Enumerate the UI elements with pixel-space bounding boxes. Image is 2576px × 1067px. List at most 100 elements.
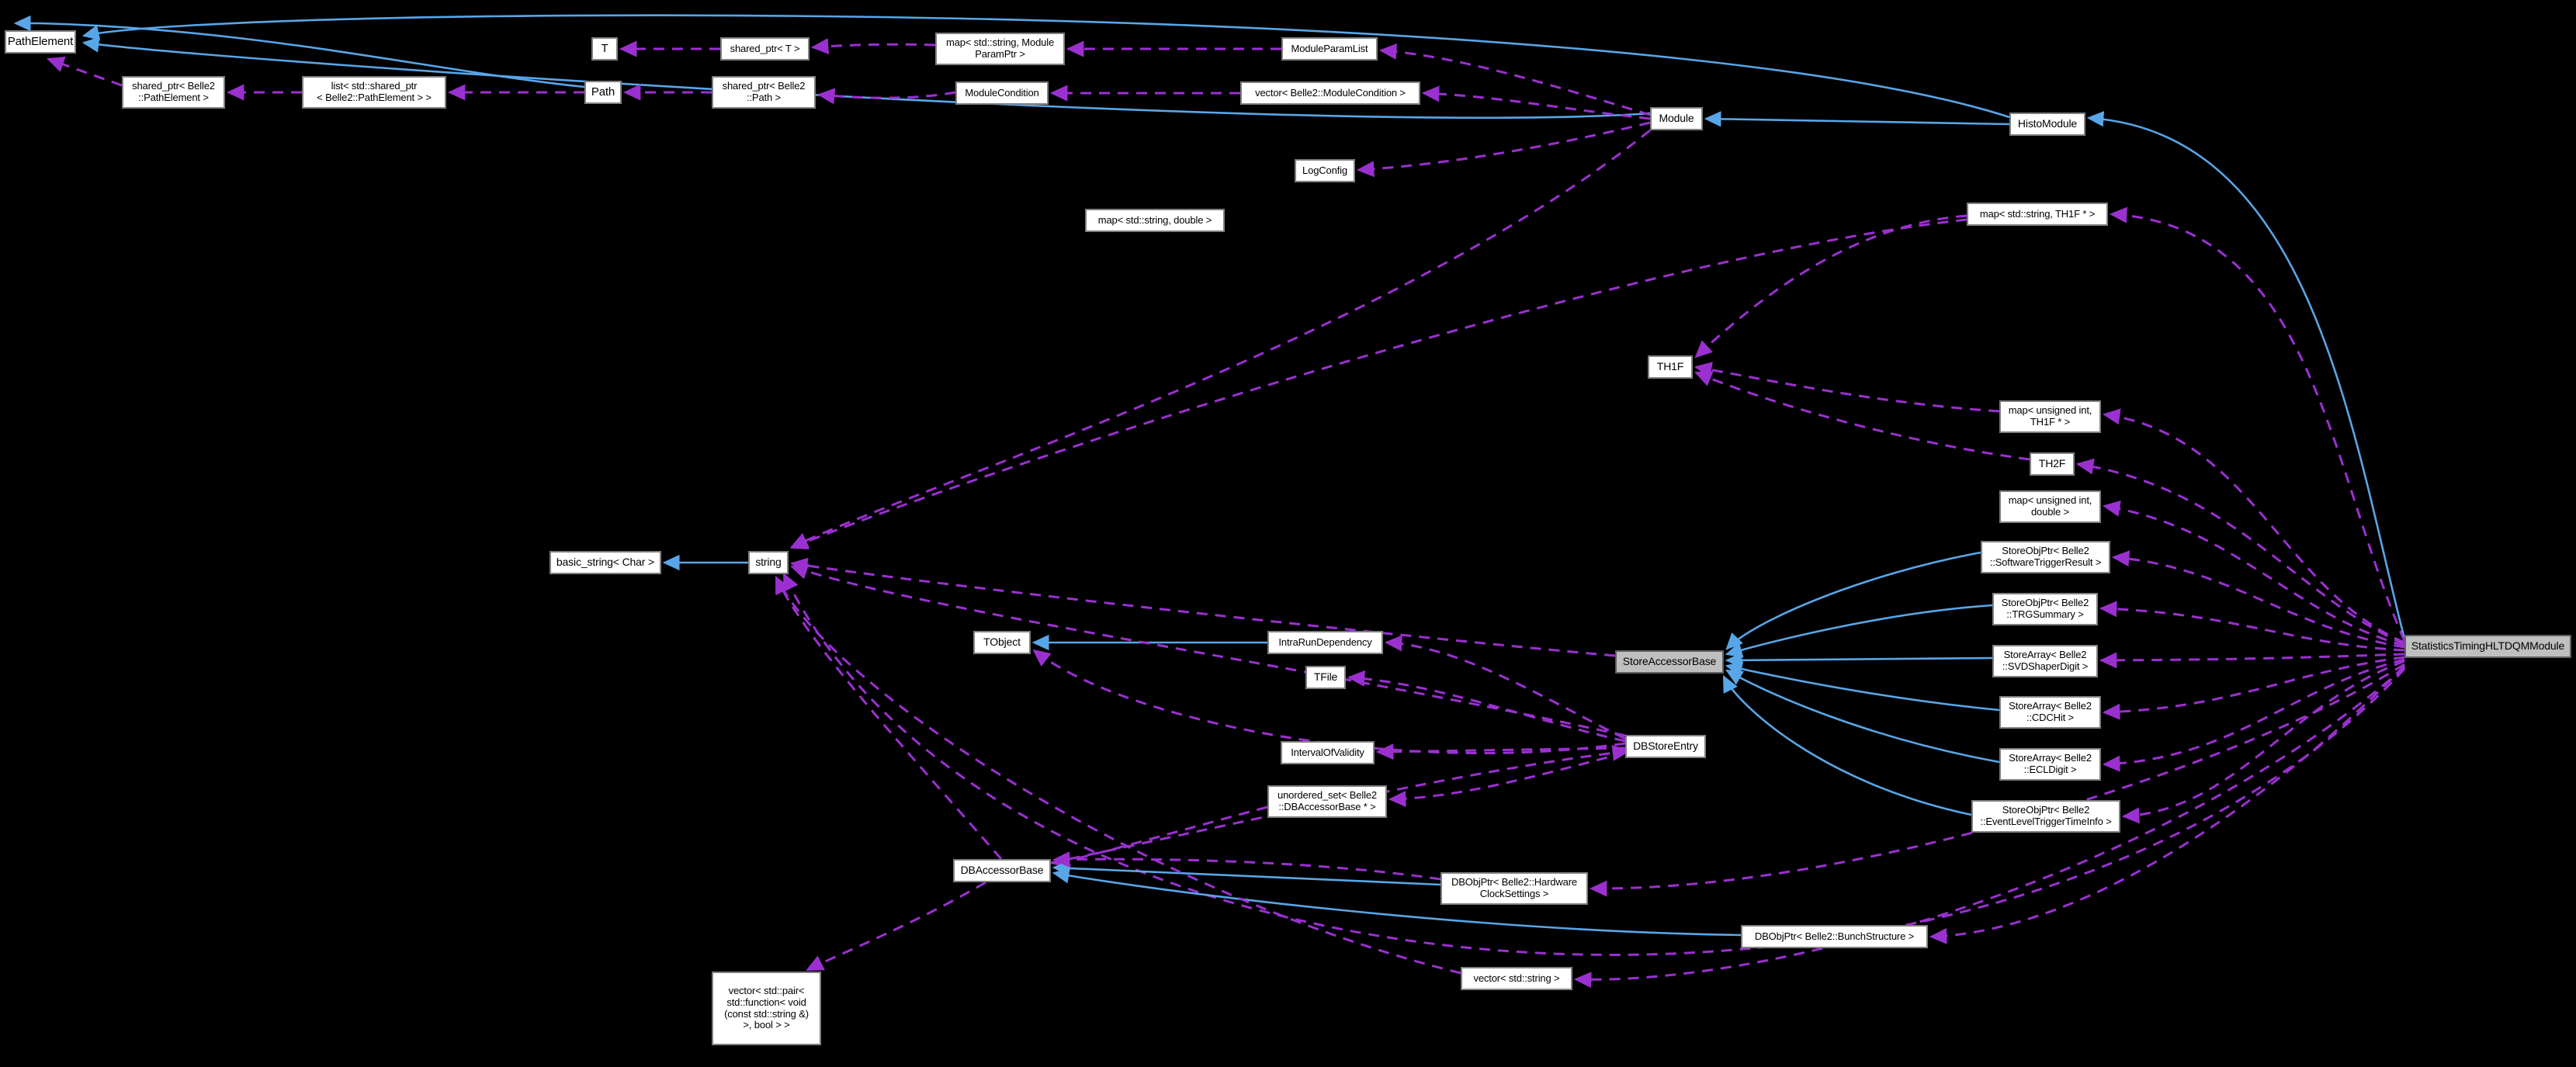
edge-stdqm-to-map_uint_double (2102, 500, 2405, 647)
edge-module-to-string (790, 129, 1651, 549)
node-label: shared_ptr< T > (730, 42, 800, 54)
node-basic_string_char[interactable]: basic_string< Char > (550, 551, 661, 574)
edge-stdqm-to-map_string_th1f (2109, 206, 2406, 642)
edge-vector_string-to-string (775, 576, 1461, 975)
node-intervalofvalidity[interactable]: IntervalOfValidity (1281, 741, 1375, 764)
node-storeobjptr_softwaretriggerresult[interactable]: StoreObjPtr< Belle2 ::SoftwareTriggerRes… (1981, 541, 2110, 573)
edge-stdqm-to-storeobjptr_str (2111, 550, 2405, 649)
edge-dbstore-to-intrarun (1384, 635, 1626, 740)
node-label: list< std::shared_ptr < Belle2::PathElem… (317, 80, 432, 103)
node-shared_ptr_pathelement[interactable]: shared_ptr< Belle2 ::PathElement > (122, 76, 225, 109)
node-statisticstiminghltdqmmodule[interactable]: StatisticsTimingHLTDQMModule (2404, 635, 2571, 658)
node-logconfig[interactable]: LogConfig (1295, 159, 1355, 182)
node-label: ModuleCondition (965, 86, 1039, 99)
edge-stdqm-to-map_uint_th1f (2102, 408, 2405, 644)
node-storeaccessorbase[interactable]: StoreAccessorBase (1615, 650, 1724, 674)
node-label: vector< Belle2::ModuleCondition > (1255, 86, 1406, 99)
node-label: TH2F (2038, 457, 2066, 470)
edge-path-group (13, 14, 2406, 989)
node-label: DBStoreEntry (1633, 740, 1698, 753)
node-vector_pair_function[interactable]: vector< std::pair< std::function< void (… (712, 972, 821, 1045)
edge-stdqm-to-th2f (2075, 458, 2405, 646)
node-modulecondition[interactable]: ModuleCondition (955, 81, 1049, 105)
node-label: ModuleParamList (1291, 42, 1368, 54)
node-dbstoreentry[interactable]: DBStoreEntry (1625, 735, 1706, 758)
edge-sop_trg-to-sab (1725, 604, 1993, 658)
node-map_string_double[interactable]: map< std::string, double > (1085, 209, 1225, 232)
node-storeobjptr_eventleveltriggertimeinfo[interactable]: StoreObjPtr< Belle2 ::EventLevelTriggerT… (1971, 800, 2120, 833)
node-label: Path (591, 85, 615, 99)
node-label: DBObjPtr< Belle2::Hardware ClockSettings… (1451, 876, 1577, 899)
node-dbaccessorbase[interactable]: DBAccessorBase (953, 859, 1051, 882)
edge-stdqm-to-storeobjptr_trg (2099, 601, 2405, 652)
node-storearray_svdshaperdigit[interactable]: StoreArray< Belle2 ::SVDShaperDigit > (1992, 645, 2098, 677)
node-th1f[interactable]: TH1F (1648, 355, 1693, 379)
node-vector_modulecondition[interactable]: vector< Belle2::ModuleCondition > (1240, 81, 1420, 105)
edge-module-to-vector_mc (1421, 85, 1651, 120)
node-tfile[interactable]: TFile (1305, 666, 1346, 689)
node-intrarundependency[interactable]: IntraRunDependency (1267, 631, 1383, 654)
node-t[interactable]: T (591, 37, 618, 61)
node-label: unordered_set< Belle2 ::DBAccessorBase *… (1277, 789, 1378, 812)
node-list_shared_ptr_pathelement[interactable]: list< std::shared_ptr < Belle2::PathElem… (302, 76, 446, 109)
node-storearray_cdchit[interactable]: StoreArray< Belle2 ::CDCHit > (1999, 696, 2101, 729)
node-label: PathElement (7, 34, 74, 48)
edge-path-to-pathelement (13, 15, 585, 88)
edge-stdqm-to-storearray_ecl (2102, 658, 2405, 772)
node-tobject[interactable]: TObject (973, 631, 1031, 654)
node-label: DBAccessorBase (960, 864, 1044, 877)
edge-dbstore-to-string (790, 563, 1626, 737)
node-map_string_moduleparamptr[interactable]: map< std::string, Module ParamPtr > (935, 33, 1065, 65)
node-label: TH1F (1656, 360, 1684, 373)
node-label: T (601, 41, 608, 55)
edge-sa_svd-to-sab (1725, 652, 1993, 668)
node-module[interactable]: Module (1650, 107, 1703, 130)
node-storearray_ecldigit[interactable]: StoreArray< Belle2 ::ECLDigit > (1999, 748, 2101, 781)
node-unordered_set_dbaccessorbase[interactable]: unordered_set< Belle2 ::DBAccessorBase *… (1267, 785, 1387, 818)
node-dbobjptr_hardwareclocksettings[interactable]: DBObjPtr< Belle2::Hardware ClockSettings… (1441, 872, 1588, 905)
edge-dbobjptr_hw-in-usage (1052, 851, 1441, 881)
node-th2f[interactable]: TH2F (2030, 452, 2075, 476)
edge-histomodule-to-pathelement (81, 14, 2010, 119)
node-label: StoreObjPtr< Belle2 ::TRGSummary > (2001, 597, 2089, 620)
node-shared_ptr_t[interactable]: shared_ptr< T > (720, 37, 810, 61)
node-storeobjptr_trgsummary[interactable]: StoreObjPtr< Belle2 ::TRGSummary > (1992, 593, 2098, 625)
edge-map_param-to-shared_ptr_t (810, 38, 936, 55)
node-label: TFile (1313, 670, 1338, 684)
edge-map_string_th1f-to-th1f (1694, 214, 1968, 359)
edge-dbobjptr_hw-to-dbaccessor (1052, 860, 1441, 886)
node-string[interactable]: string (748, 551, 789, 574)
node-map_string_th1f[interactable]: map< std::string, TH1F * > (1967, 203, 2108, 226)
node-map_uint_th1f[interactable]: map< unsigned int, TH1F * > (1999, 400, 2101, 433)
edge-stdqm-to-storearray_svd (2099, 652, 2405, 669)
node-histomodule[interactable]: HistoModule (2009, 113, 2085, 136)
node-label: StoreAccessorBase (1622, 655, 1717, 668)
node-dbobjptr_bunchstructure[interactable]: DBObjPtr< Belle2::BunchStructure > (1741, 925, 1928, 948)
edge-dbaccessor-to-vector_pair (806, 881, 986, 972)
node-label: TObject (983, 636, 1021, 649)
node-label: string (755, 556, 782, 569)
edge-sop_eltti-to-sab (1722, 674, 1972, 816)
edge-th2f-to-th1f (1694, 371, 2030, 461)
node-map_uint_double[interactable]: map< unsigned int, double > (1999, 490, 2101, 523)
edge-sop_str-to-sab (1725, 551, 1981, 650)
node-label: StoreArray< Belle2 ::SVDShaperDigit > (2002, 649, 2089, 672)
node-vector_string[interactable]: vector< std::string > (1461, 967, 1572, 990)
edge-map_uint_th1f-to-th1f (1694, 362, 2000, 413)
edge-dbstore-to-unordered (1388, 751, 1626, 808)
edge-dbobjptr_bunch-to-dbaccessor (1052, 868, 1742, 937)
node-label: StoreArray< Belle2 ::CDCHit > (2009, 700, 2092, 723)
edge-storeaccessor-to-string (789, 557, 1616, 657)
node-shared_ptr_path[interactable]: shared_ptr< Belle2 ::Path > (712, 76, 816, 109)
node-label: HistoModule (2017, 117, 2078, 130)
edge-stdqm-to-dbobjptr_bunch (1929, 664, 2406, 944)
node-label: map< unsigned int, TH1F * > (2008, 404, 2092, 428)
node-label: vector< std::pair< std::function< void (… (724, 985, 809, 1031)
edge-modulecondition-to-shared_ptr_path (816, 88, 956, 105)
edge-dbstore-to-tobject (1032, 649, 1626, 754)
node-pathelement[interactable]: PathElement (5, 30, 76, 54)
node-label: StatisticsTimingHLTDQMModule (2411, 639, 2565, 653)
node-moduleparamlist[interactable]: ModuleParamList (1281, 37, 1378, 61)
node-path[interactable]: Path (584, 81, 622, 104)
